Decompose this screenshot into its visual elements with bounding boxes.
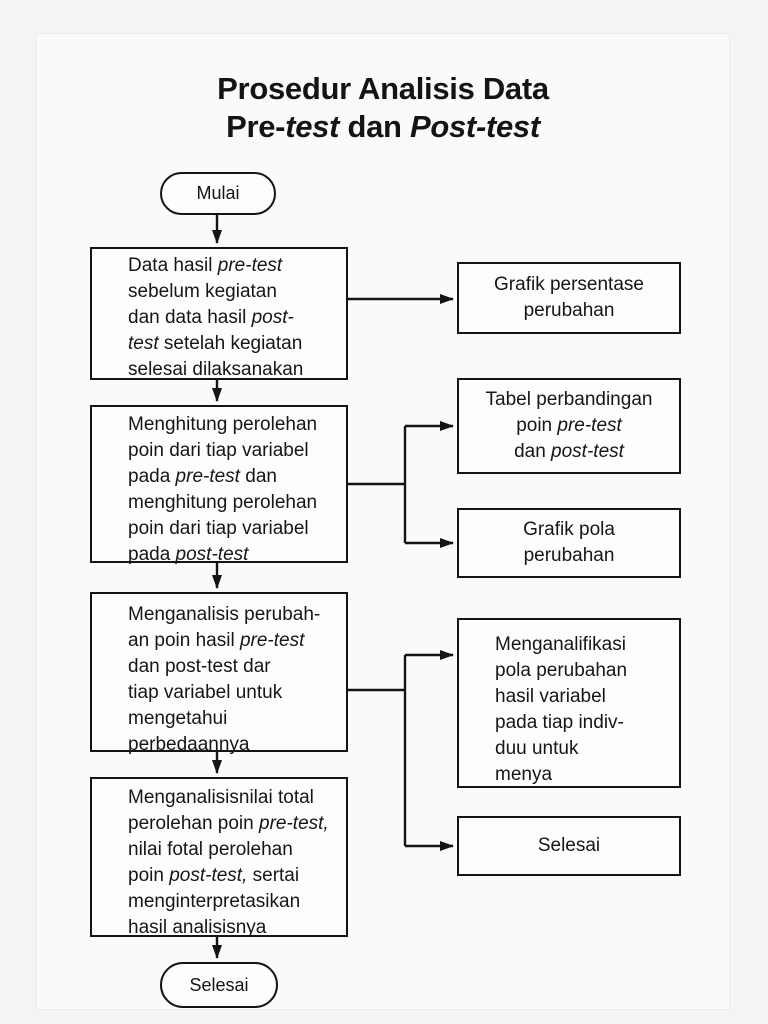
start-terminator: Mulai	[160, 172, 276, 215]
output-box-finish: Selesai	[457, 816, 681, 876]
end-terminator-label: Selesai	[189, 974, 249, 995]
process-box-change-analysis: Menganalisis perubah-an poin hasil pre-t…	[90, 592, 348, 755]
start-terminator-label: Mulai	[196, 183, 240, 203]
end-terminator: Selesai	[160, 962, 278, 1008]
